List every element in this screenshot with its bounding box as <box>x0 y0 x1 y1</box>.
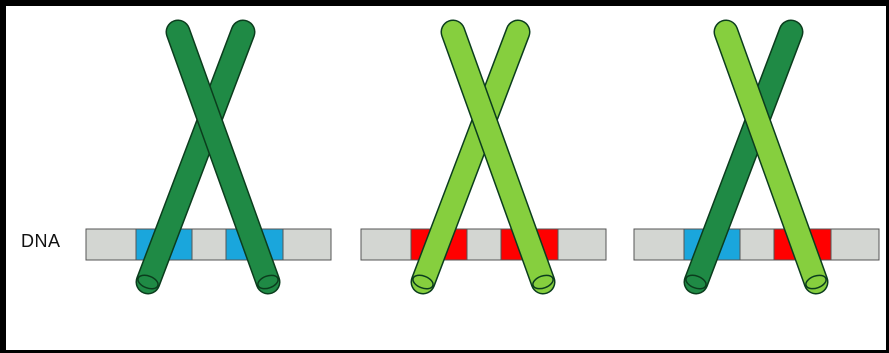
rod-right-monomer <box>713 19 829 295</box>
rod-right-monomer <box>165 19 281 295</box>
rod-left-monomer <box>683 19 804 295</box>
panel-homodimer-light <box>360 19 607 295</box>
rod-left-monomer <box>135 19 256 295</box>
dna-strip <box>633 228 880 261</box>
rod-right-monomer <box>440 19 556 295</box>
rod-left-monomer <box>410 19 531 295</box>
panel-homodimer-dark <box>85 19 332 295</box>
dna-strip <box>360 228 607 261</box>
panel-heterodimer <box>633 19 880 295</box>
dna-label: DNA <box>21 231 61 251</box>
dna-strip <box>85 228 332 261</box>
